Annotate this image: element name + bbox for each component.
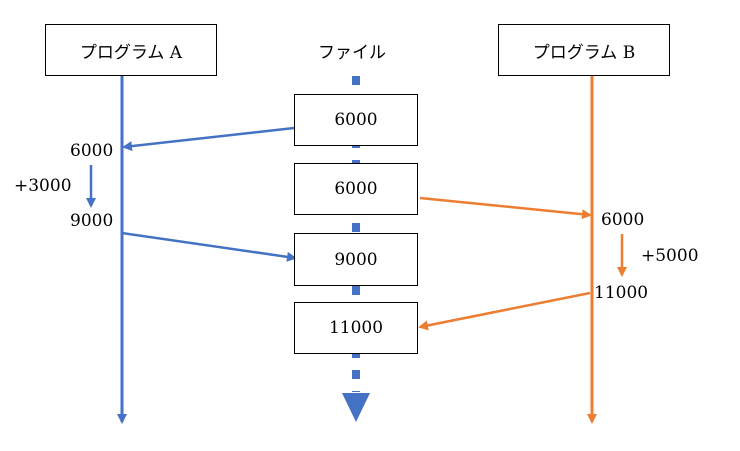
arrow-a-write [121, 231, 297, 262]
file-timeline-arrowhead [342, 393, 370, 422]
file-value-box-1: 6000 [294, 94, 418, 146]
file-value-3: 9000 [334, 249, 378, 270]
program-b-box: プログラム B [498, 24, 670, 76]
program-a-written-value: 9000 [70, 211, 114, 231]
file-value-4: 11000 [328, 318, 384, 338]
arrow-a-read [122, 126, 295, 152]
file-title: ファイル [318, 43, 386, 63]
program-b-delta: +5000 [641, 246, 699, 266]
arrow-b-read [419, 196, 592, 220]
program-a-read-value: 6000 [70, 141, 114, 161]
program-a-title: プログラム A [79, 42, 183, 63]
file-value-box-3: 9000 [294, 233, 418, 286]
file-value-box-2: 6000 [294, 163, 418, 215]
program-b-title: プログラム B [532, 42, 636, 63]
file-value-2: 6000 [334, 179, 378, 199]
file-value-box-4: 11000 [294, 302, 418, 354]
program-a-box: プログラム A [45, 24, 217, 76]
program-b-written-value: 11000 [594, 283, 649, 303]
file-value-1: 6000 [334, 110, 378, 130]
program-a-delta: +3000 [14, 176, 72, 196]
program-b-read-value: 6000 [601, 210, 645, 230]
arrow-b-write [418, 291, 591, 331]
